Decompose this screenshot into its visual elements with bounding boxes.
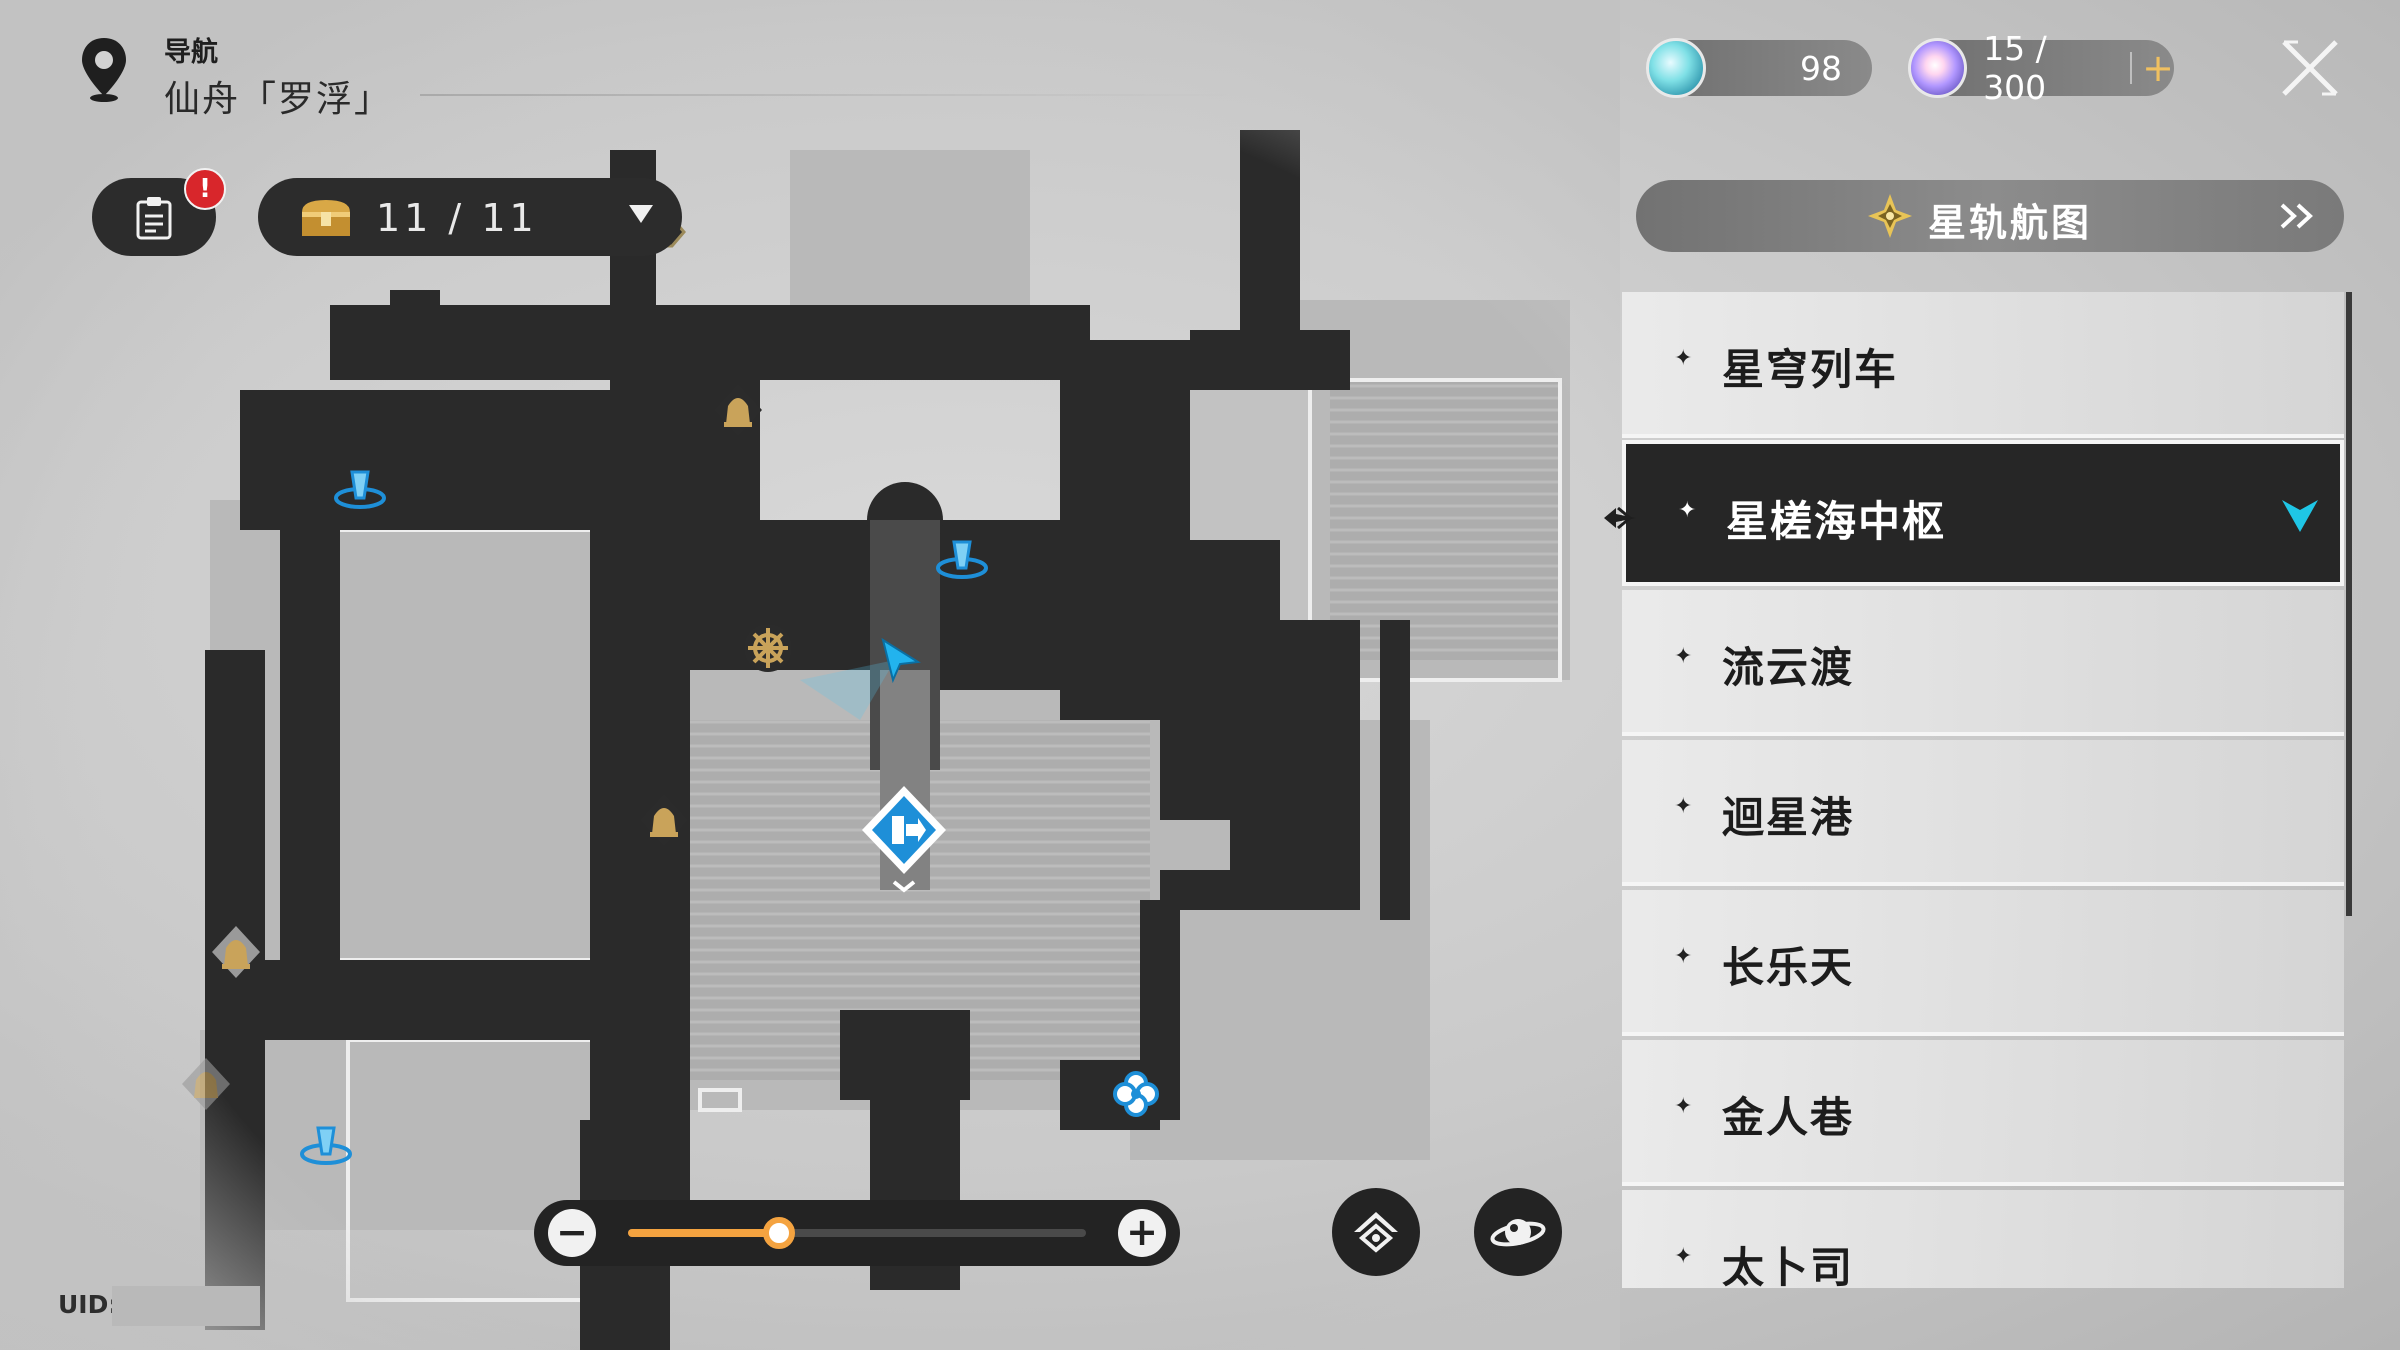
zoom-out-button[interactable]: − <box>548 1209 596 1257</box>
star-bullet-icon: ✦ <box>1674 794 1693 819</box>
map-canvas[interactable] <box>0 0 1620 1350</box>
star-bullet-icon: ✦ <box>1674 644 1693 669</box>
map-pin-icon <box>82 38 126 102</box>
notification-badge: ! <box>184 168 226 210</box>
close-icon[interactable] <box>2280 38 2340 98</box>
treasure-chest-counter[interactable]: 11 / 11 <box>258 178 682 256</box>
treasure-chest-icon <box>302 200 350 236</box>
shop-icon[interactable] <box>182 1058 230 1110</box>
return-home-button[interactable] <box>1332 1188 1420 1276</box>
uid-label: UID: <box>58 1290 119 1319</box>
trailblaze-power-value: 15 / 300 <box>1983 29 2047 107</box>
current-location-marker-icon <box>2282 500 2318 532</box>
list-scrollbar[interactable] <box>2346 292 2352 916</box>
chest-count-label: 11 / 11 <box>376 196 538 240</box>
zoom-slider-thumb[interactable] <box>763 1217 796 1249</box>
header-divider <box>420 94 1240 96</box>
page-title: 导航 <box>164 37 218 68</box>
location-item-divination-commission[interactable]: ✦ 太卜司 <box>1622 1190 2344 1288</box>
home-icon <box>1354 1212 1398 1253</box>
space-anchor-icon[interactable] <box>300 1126 352 1165</box>
star-rail-map-label: 星轨航图 <box>1928 201 2093 245</box>
chevron-down-icon[interactable] <box>628 204 654 224</box>
zoom-control: − + <box>534 1200 1180 1266</box>
location-label: 太卜司 <box>1722 1243 1855 1288</box>
trailblaze-power-icon <box>1908 38 1968 98</box>
stellar-jade-icon <box>1646 38 1706 98</box>
map-vignette <box>0 0 1620 1350</box>
location-item-aurum-alley[interactable]: ✦ 金人巷 <box>1622 1040 2344 1186</box>
location-item-central-starskiff-haven[interactable]: ✦ 星槎海中枢 <box>1622 440 2344 586</box>
location-item-exalting-sanctum[interactable]: ✦ 长乐天 <box>1622 890 2344 1036</box>
double-chevron-right-icon <box>2280 203 2313 229</box>
star-bullet-icon: ✦ <box>1674 944 1693 969</box>
space-anchor-icon[interactable] <box>334 470 386 509</box>
selection-pointer-icon <box>1604 506 1636 530</box>
player-arrow-icon <box>800 637 921 720</box>
shop-icon[interactable] <box>212 926 260 978</box>
helm-wheel-icon[interactable] <box>744 624 792 672</box>
zoom-slider-fill <box>628 1229 780 1237</box>
uid-value-redacted <box>112 1286 260 1326</box>
location-label: 长乐天 <box>1722 943 1855 992</box>
add-power-button[interactable]: + <box>2142 46 2174 90</box>
shop-icon[interactable] <box>714 384 762 436</box>
world-map-button[interactable] <box>1474 1188 1562 1276</box>
calyx-icon[interactable] <box>1113 1071 1159 1117</box>
location-label: 金人巷 <box>1722 1093 1855 1142</box>
star-bullet-icon: ✦ <box>1674 1244 1693 1269</box>
trailblaze-power-counter[interactable]: 15 / 300 + <box>1908 29 2174 107</box>
location-label: 星槎海中枢 <box>1726 497 1947 546</box>
clipboard-icon <box>136 197 172 240</box>
location-label: 星穹列车 <box>1722 345 1899 394</box>
star-bullet-icon: ✦ <box>1678 498 1697 523</box>
star-rail-map-button[interactable]: 星轨航图 <box>1636 180 2344 252</box>
location-label: 流云渡 <box>1722 643 1855 692</box>
zoom-in-button[interactable]: + <box>1118 1209 1166 1257</box>
location-item-astral-express[interactable]: ✦ 星穹列车 <box>1622 292 2344 438</box>
compass-star-icon <box>1868 194 1912 238</box>
star-bullet-icon: ✦ <box>1674 1094 1693 1119</box>
stellar-jade-counter[interactable]: 98 <box>1646 38 1872 98</box>
zoom-slider[interactable] <box>628 1217 1086 1249</box>
shop-icon[interactable] <box>640 794 688 846</box>
location-label: 迴星港 <box>1722 793 1855 842</box>
navigation-header: 导航 仙舟「罗浮」 <box>78 28 398 120</box>
star-bullet-icon: ✦ <box>1674 346 1693 371</box>
current-region-label: 仙舟「罗浮」 <box>164 79 393 120</box>
planet-icon <box>1490 1219 1546 1247</box>
divider <box>2130 52 2133 84</box>
exit-door-icon[interactable] <box>862 786 946 893</box>
stellar-jade-value: 98 <box>1800 48 1842 88</box>
space-anchor-icon[interactable] <box>936 540 988 579</box>
location-item-starskiff-haven[interactable]: ✦ 迴星港 <box>1622 740 2344 886</box>
location-list[interactable]: ✦ 星穹列车 ✦ 星槎海中枢 ✦ 流云渡 ✦ 迴星港 ✦ 长乐天 ✦ 金人巷 ✦… <box>1622 292 2344 1288</box>
location-item-cloudford[interactable]: ✦ 流云渡 <box>1622 590 2344 736</box>
